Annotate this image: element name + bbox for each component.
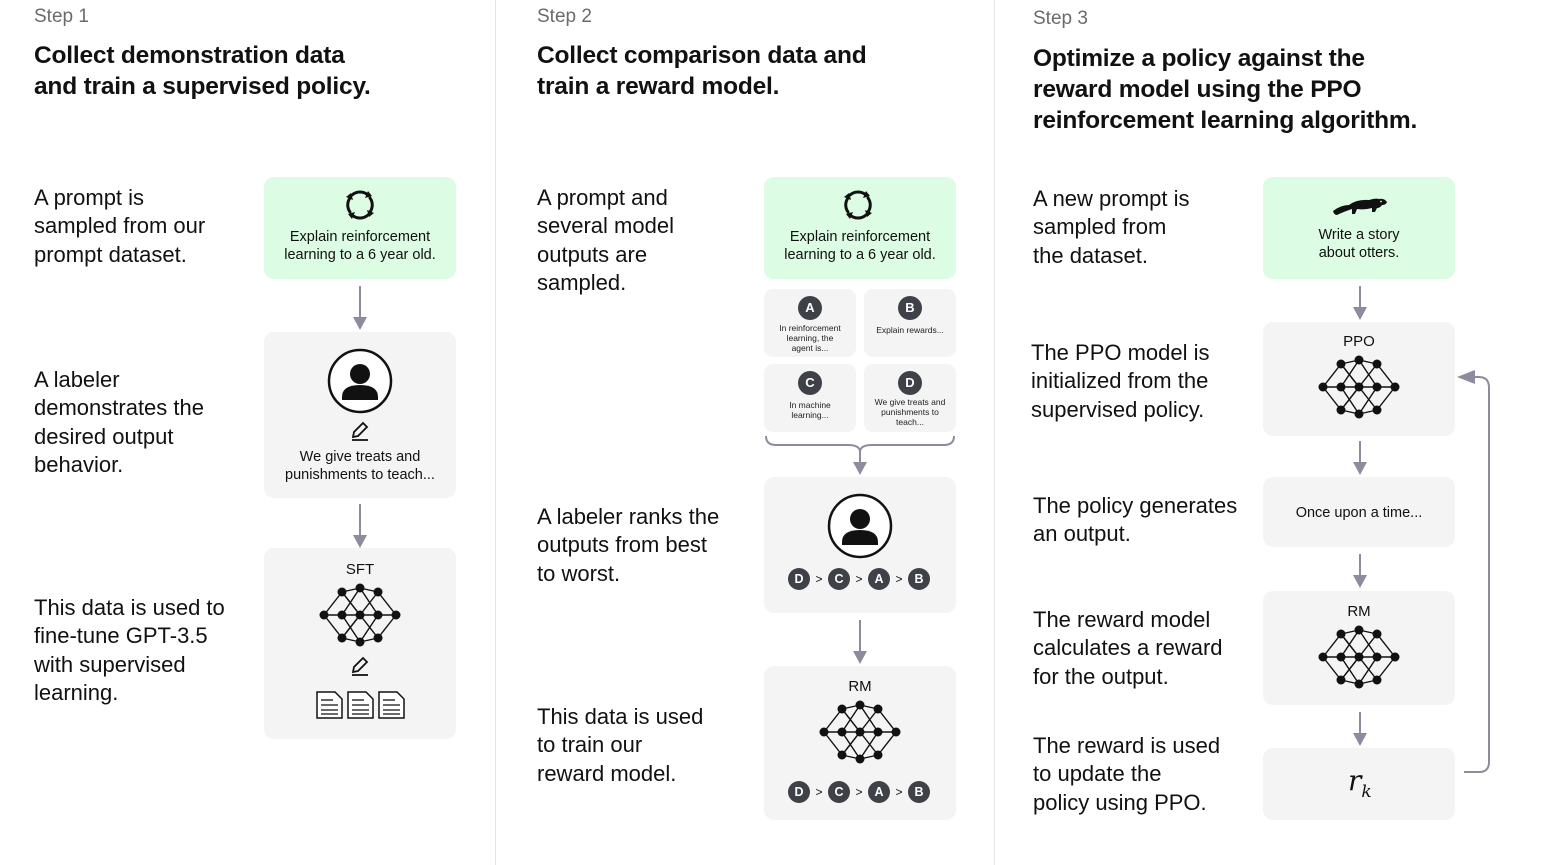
rank-badge: B [908, 568, 930, 590]
pencil-icon [351, 421, 369, 441]
cycle-icon [346, 190, 374, 220]
update-loop-arrow [1457, 370, 1490, 773]
labeler-icon [327, 348, 393, 414]
flow-arrow [353, 504, 367, 548]
output-badge: A [798, 296, 822, 320]
ranking-order: D> C> A> B [788, 781, 930, 803]
ppo-model-card: PPO [1263, 322, 1455, 436]
rank-badge: A [868, 781, 890, 803]
labeler-icon [827, 493, 893, 559]
flow-arrow [353, 286, 367, 330]
flow-arrow [1353, 441, 1367, 475]
output-text: Once upon a time... [1295, 505, 1423, 521]
column-divider [495, 0, 496, 865]
model-label: RM [848, 678, 872, 695]
step-label: Step 2 [537, 6, 592, 27]
rank-badge: B [908, 781, 930, 803]
flow-arrow [1353, 286, 1367, 320]
flow-arrow [1353, 554, 1367, 588]
sft-model-card: SFT [264, 548, 456, 739]
cycle-icon [844, 190, 872, 220]
step-title: Collect demonstration data and train a s… [34, 42, 371, 100]
neural-network-icon [819, 700, 901, 764]
neural-network-icon [1318, 355, 1400, 419]
model-label: PPO [1343, 333, 1375, 350]
output-card-b: B Explain rewards... [864, 289, 956, 357]
flow-arrow [853, 620, 867, 664]
reward-symbol: rk [1348, 764, 1372, 802]
otter-icon [1333, 198, 1387, 215]
column-divider [994, 0, 995, 865]
step-label: Step 1 [34, 6, 89, 27]
ranking-order: D> C> A> B [788, 568, 930, 590]
neural-network-icon [319, 583, 401, 647]
rank-badge: D [788, 568, 810, 590]
step-title: Collect comparison data and train a rewa… [537, 42, 867, 100]
output-badge: C [798, 371, 822, 395]
rank-badge: D [788, 781, 810, 803]
rank-badge: C [828, 568, 850, 590]
rank-badge: A [868, 568, 890, 590]
reward-model-card: RM D> C> A> B [764, 666, 956, 820]
brace-arrow [765, 435, 955, 475]
neural-network-icon [1318, 625, 1400, 689]
pencil-icon [351, 656, 369, 676]
output-badge: D [898, 371, 922, 395]
output-badge: B [898, 296, 922, 320]
step-label: Step 3 [1033, 8, 1088, 29]
model-label: RM [1347, 603, 1371, 620]
step-title: Optimize a policy against the reward mod… [1033, 45, 1418, 134]
output-text: Explain rewards... [876, 325, 944, 335]
reward-model-card: RM [1263, 591, 1455, 705]
documents-icon [316, 691, 405, 719]
ranking-card: D> C> A> B [764, 477, 956, 613]
model-label: SFT [345, 561, 375, 578]
rank-badge: C [828, 781, 850, 803]
policy-output-card: Once upon a time... [1263, 477, 1455, 547]
flow-arrow [1353, 712, 1367, 746]
reward-card: rk [1263, 748, 1455, 820]
